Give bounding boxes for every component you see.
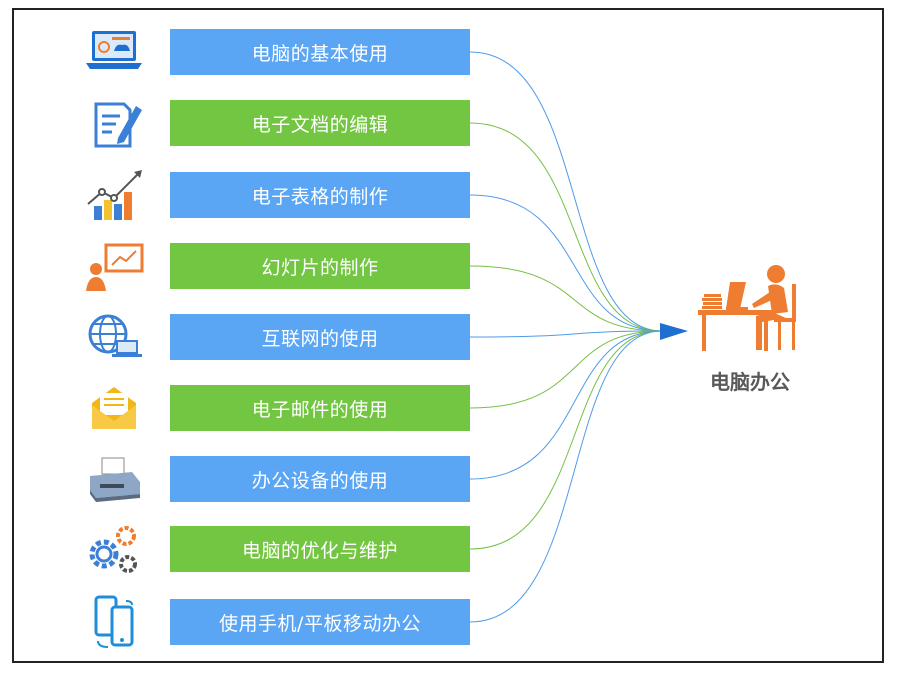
connector-curve xyxy=(469,194,663,332)
topic-row: 电子文档的编辑 xyxy=(0,100,500,148)
gears-icon xyxy=(82,520,146,578)
topic-label: 幻灯片的制作 xyxy=(170,243,470,289)
connector-curve xyxy=(469,330,663,623)
document-edit-icon xyxy=(82,94,146,152)
laptop-dashboard-icon xyxy=(82,23,146,81)
target-label: 电脑办公 xyxy=(710,370,790,394)
topic-label: 电子表格的制作 xyxy=(170,172,470,218)
topic-row: 办公设备的使用 xyxy=(0,456,500,502)
connector-curve xyxy=(469,330,663,550)
envelope-icon xyxy=(82,379,146,437)
topic-label: 电脑的基本使用 xyxy=(170,29,470,75)
presentation-icon xyxy=(82,237,146,295)
connector-curve xyxy=(469,122,663,332)
globe-computer-icon xyxy=(82,308,146,366)
topic-row: 幻灯片的制作 xyxy=(0,243,500,291)
connector-curve xyxy=(469,51,663,332)
topic-label: 互联网的使用 xyxy=(170,314,470,360)
topic-row: 电子表格的制作 xyxy=(0,170,500,220)
connector-curve xyxy=(469,330,663,480)
printer-icon xyxy=(82,450,146,508)
person-at-desk-icon xyxy=(698,265,796,351)
connector-curve xyxy=(469,265,663,332)
topic-row: 电子邮件的使用 xyxy=(0,385,500,431)
topic-row: 互联网的使用 xyxy=(0,314,500,360)
connector-curve xyxy=(469,330,663,338)
topic-row: 使用手机/平板移动办公 xyxy=(0,595,500,648)
topic-label: 电脑的优化与维护 xyxy=(170,526,470,572)
bar-chart-icon xyxy=(82,166,146,224)
topic-label: 使用手机/平板移动办公 xyxy=(170,599,470,645)
arrow-head xyxy=(660,323,688,340)
topic-label: 办公设备的使用 xyxy=(170,456,470,502)
topic-row: 电脑的基本使用 xyxy=(0,29,500,75)
connector-curve xyxy=(469,330,663,409)
topic-row: 电脑的优化与维护 xyxy=(0,526,500,573)
topic-label: 电子邮件的使用 xyxy=(170,385,470,431)
topic-label: 电子文档的编辑 xyxy=(170,100,470,146)
mobile-devices-icon xyxy=(82,593,146,651)
